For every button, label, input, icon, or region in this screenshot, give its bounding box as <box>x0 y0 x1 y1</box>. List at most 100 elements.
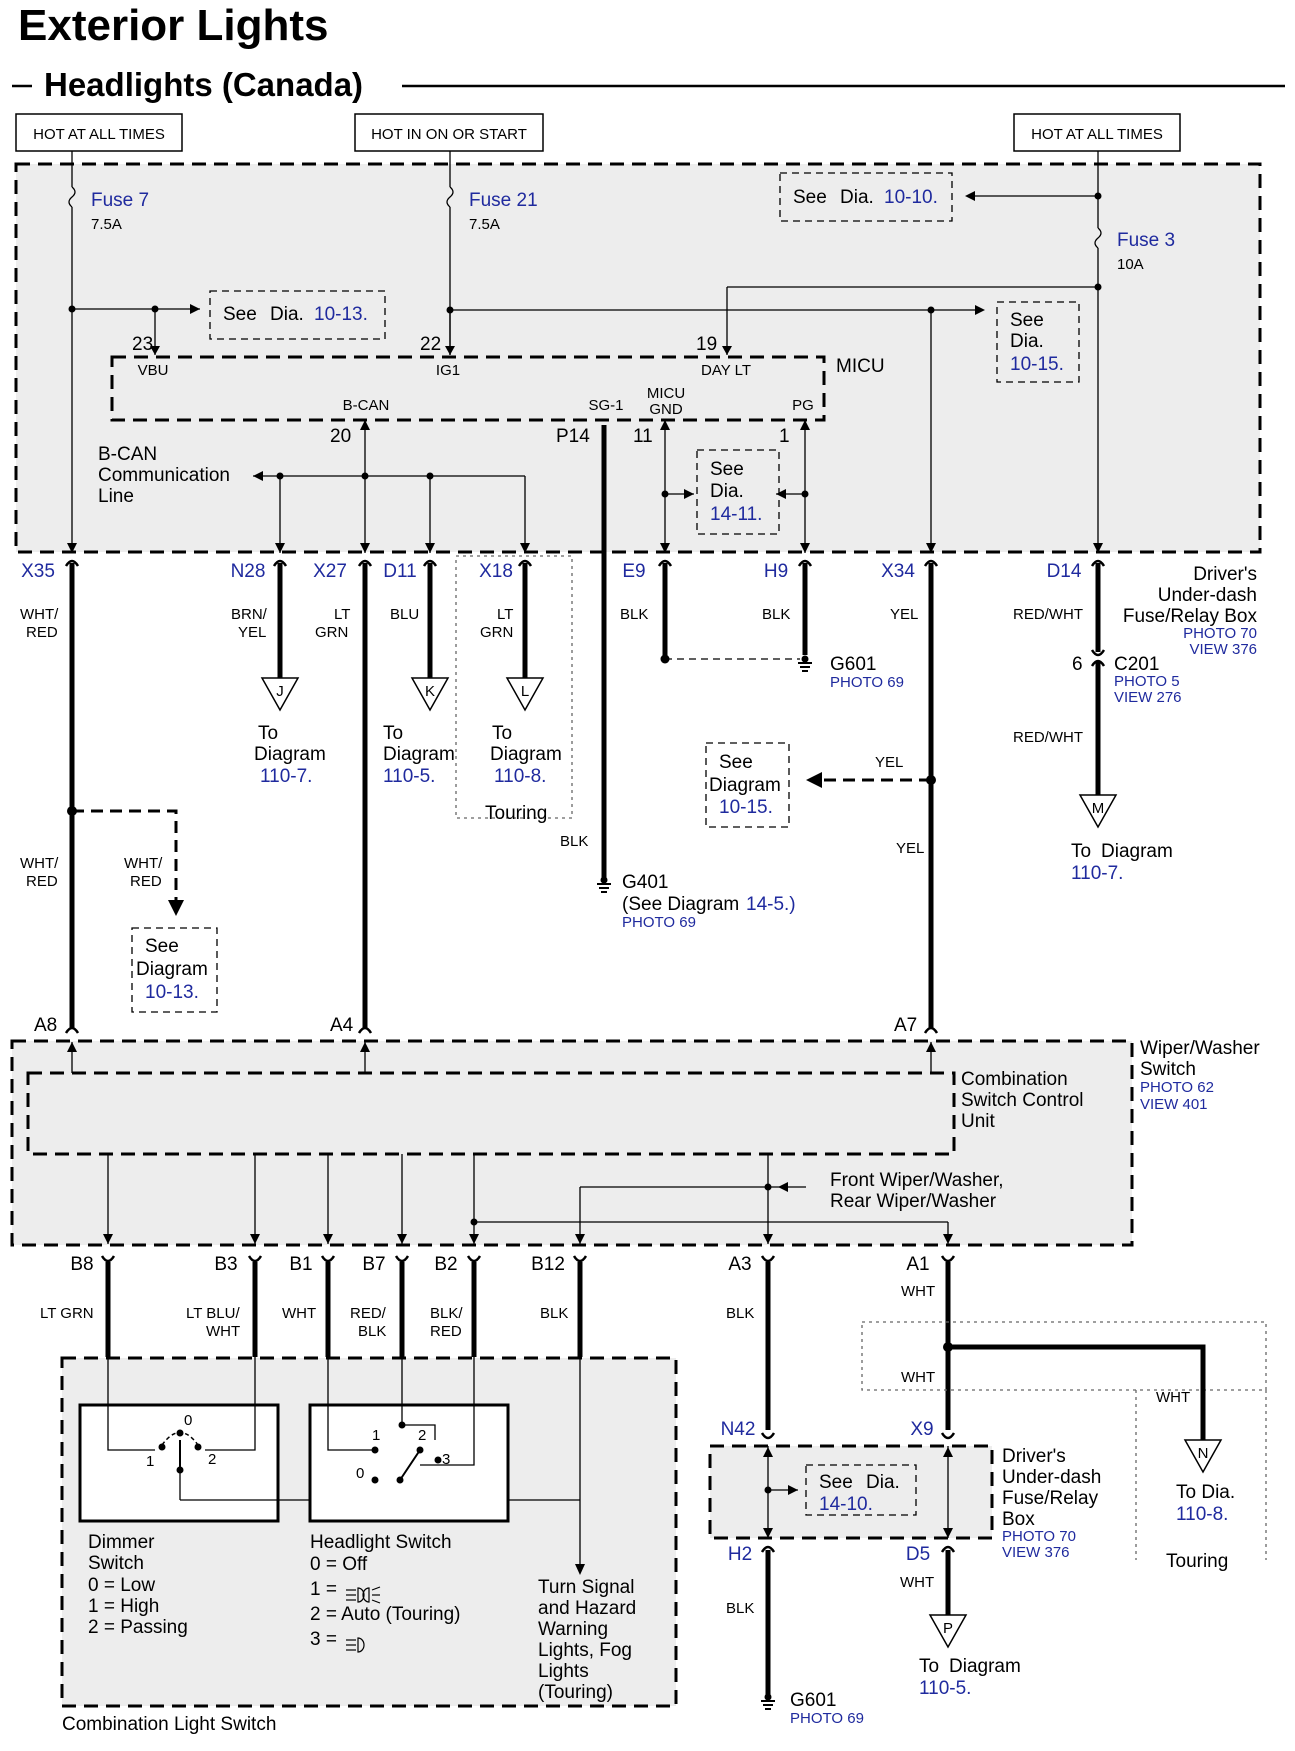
svg-text:X9: X9 <box>910 1419 933 1440</box>
svg-text:BLK: BLK <box>358 1323 386 1340</box>
svg-text:VIEW 401: VIEW 401 <box>1140 1096 1208 1113</box>
svg-text:See: See <box>819 1472 853 1493</box>
ref-10-10: 10-10. <box>884 187 938 208</box>
svg-text:YEL: YEL <box>875 754 903 771</box>
svg-text:Under-dash: Under-dash <box>1002 1467 1101 1488</box>
svg-text:N28: N28 <box>231 561 266 582</box>
ref-110-8-a: 110-8. <box>494 766 546 787</box>
svg-text:GRN: GRN <box>315 624 348 641</box>
svg-text:Box: Box <box>1002 1509 1035 1530</box>
svg-text:X35: X35 <box>21 561 55 582</box>
svg-text:See: See <box>710 459 744 480</box>
svg-text:PHOTO 69: PHOTO 69 <box>830 674 904 691</box>
svg-text:H2: H2 <box>728 1544 752 1565</box>
svg-text:A3: A3 <box>728 1254 751 1275</box>
ref-110-8-b: 110-8. <box>1176 1504 1228 1525</box>
svg-text:To: To <box>1071 841 1091 862</box>
svg-text:WHT: WHT <box>901 1369 935 1386</box>
micu-box <box>110 355 826 422</box>
svg-text:and Hazard: and Hazard <box>538 1598 636 1619</box>
svg-text:WHT: WHT <box>901 1283 935 1300</box>
svg-text:To: To <box>492 723 512 744</box>
svg-text:BLK: BLK <box>726 1600 754 1617</box>
svg-text:2: 2 <box>418 1427 426 1444</box>
svg-text:20: 20 <box>330 426 351 447</box>
svg-text:RED/: RED/ <box>350 1305 387 1322</box>
svg-text:BLU: BLU <box>390 606 419 623</box>
ref-110-7-b: 110-7. <box>1071 863 1123 884</box>
svg-text:Communication: Communication <box>98 465 230 486</box>
svg-text:See: See <box>145 936 179 957</box>
svg-text:B7: B7 <box>362 1254 385 1275</box>
connector-j: J <box>276 683 284 700</box>
svg-text:YEL: YEL <box>890 606 918 623</box>
page-subtitle: Headlights (Canada) <box>44 66 363 103</box>
svg-text:N42: N42 <box>721 1419 756 1440</box>
hot-at-all-times-left: HOT AT ALL TIMES <box>33 126 165 143</box>
svg-text:B8: B8 <box>70 1254 93 1275</box>
svg-text:See: See <box>793 187 827 208</box>
ref-14-11: 14-11. <box>710 504 762 525</box>
svg-text:PHOTO 69: PHOTO 69 <box>790 1710 864 1727</box>
svg-text:BLK: BLK <box>762 606 790 623</box>
lights-icon <box>346 1586 381 1604</box>
svg-text:Diagram: Diagram <box>254 744 326 765</box>
svg-text:A7: A7 <box>894 1015 917 1036</box>
svg-text:X27: X27 <box>313 561 347 582</box>
connector-l: L <box>521 683 529 700</box>
fuse-7-amp: 7.5A <box>91 216 122 233</box>
svg-text:Switch: Switch <box>1140 1059 1196 1080</box>
svg-text:Combination Light Switch: Combination Light Switch <box>62 1714 276 1735</box>
svg-text:Fuse/Relay Box: Fuse/Relay Box <box>1123 606 1258 627</box>
svg-text:Dia.: Dia. <box>866 1472 900 1493</box>
connector-m: M <box>1092 800 1105 817</box>
svg-text:B3: B3 <box>214 1254 237 1275</box>
svg-text:To Dia.: To Dia. <box>1176 1482 1235 1503</box>
svg-text:LT: LT <box>497 606 513 623</box>
ref-10-13: 10-13. <box>314 304 368 325</box>
svg-text:MICU: MICU <box>647 385 685 402</box>
svg-text:WHT: WHT <box>206 1323 240 1340</box>
ref-110-7-a: 110-7. <box>260 766 312 787</box>
svg-text:Switch Control: Switch Control <box>961 1090 1084 1111</box>
svg-text:3 =: 3 = <box>310 1629 337 1650</box>
svg-text:Unit: Unit <box>961 1111 996 1132</box>
svg-text:WHT: WHT <box>1156 1389 1190 1406</box>
svg-text:B2: B2 <box>434 1254 457 1275</box>
svg-text:VIEW 376: VIEW 376 <box>1189 641 1257 658</box>
svg-text:G401: G401 <box>622 872 668 893</box>
svg-text:Switch: Switch <box>88 1553 144 1574</box>
svg-text:Diagram: Diagram <box>490 744 562 765</box>
svg-text:A8: A8 <box>34 1015 57 1036</box>
fuse-3-label: Fuse 3 <box>1117 230 1175 251</box>
svg-text:YEL: YEL <box>896 840 924 857</box>
svg-text:1: 1 <box>146 1453 154 1470</box>
svg-text:Fuse/Relay: Fuse/Relay <box>1002 1488 1099 1509</box>
svg-text:A4: A4 <box>330 1015 354 1036</box>
svg-text:Lights: Lights <box>538 1661 589 1682</box>
svg-text:Headlight Switch: Headlight Switch <box>310 1532 452 1553</box>
svg-text:Rear Wiper/Washer: Rear Wiper/Washer <box>830 1191 997 1212</box>
svg-text:22: 22 <box>420 334 441 355</box>
svg-text:Driver's: Driver's <box>1002 1446 1066 1467</box>
svg-text:6: 6 <box>1072 654 1083 675</box>
fuse-21-label: Fuse 21 <box>469 190 538 211</box>
svg-text:19: 19 <box>696 334 717 355</box>
svg-text:B-CAN: B-CAN <box>343 397 390 414</box>
svg-text:WHT/: WHT/ <box>20 606 59 623</box>
svg-text:2 = Passing: 2 = Passing <box>88 1617 188 1638</box>
svg-text:Dimmer: Dimmer <box>88 1532 155 1553</box>
connector-p: P <box>943 1620 953 1637</box>
svg-text:BRN/: BRN/ <box>231 606 268 623</box>
svg-text:WHT: WHT <box>282 1305 316 1322</box>
svg-text:GND: GND <box>649 401 683 418</box>
svg-text:Line: Line <box>98 486 134 507</box>
svg-text:B-CAN: B-CAN <box>98 444 157 465</box>
svg-text:RED/WHT: RED/WHT <box>1013 729 1083 746</box>
svg-text:PG: PG <box>792 397 814 414</box>
micu-label: MICU <box>836 356 885 377</box>
svg-text:2 = Auto (Touring): 2 = Auto (Touring) <box>310 1604 461 1625</box>
svg-text:1 =: 1 = <box>310 1579 337 1600</box>
connector-n: N <box>1198 1445 1209 1462</box>
under-dash-fuse-box-2 <box>708 1444 994 1540</box>
